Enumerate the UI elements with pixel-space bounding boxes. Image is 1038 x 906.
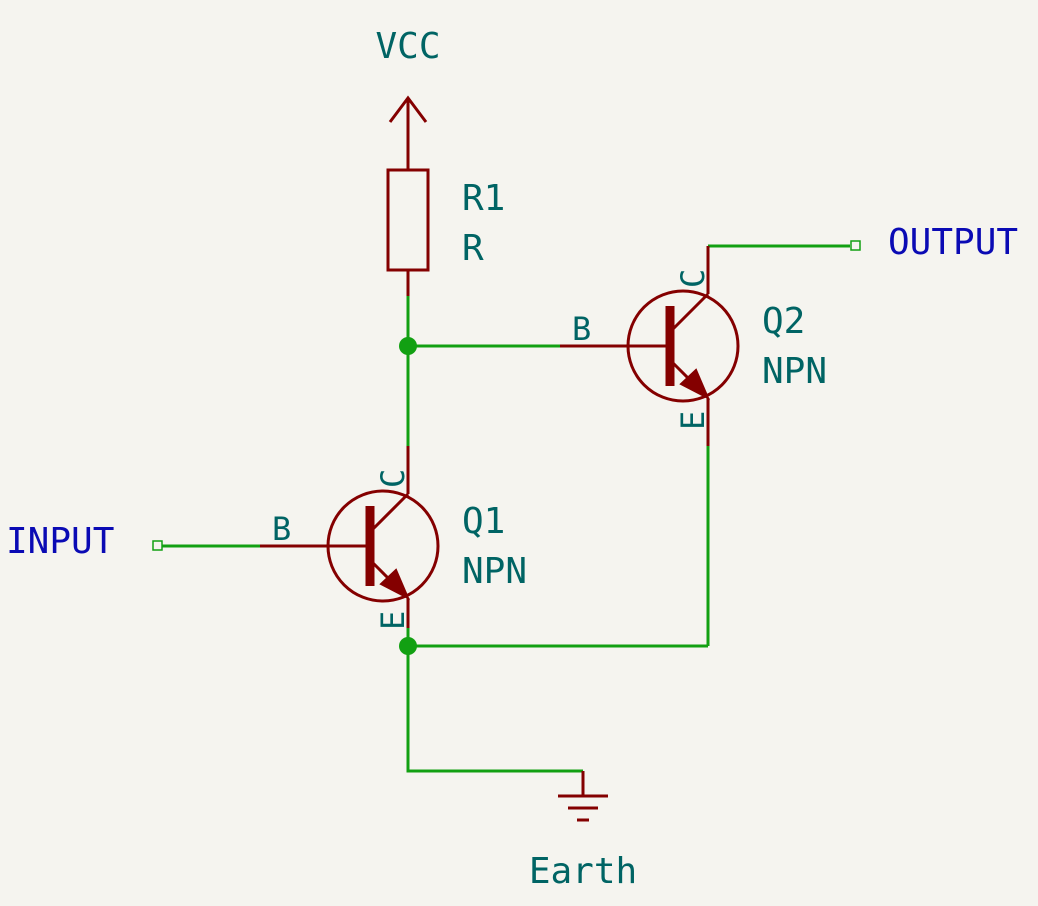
transistor-q2[interactable]	[560, 246, 740, 446]
q2-reference: Q2	[762, 301, 805, 342]
junction-top	[399, 337, 417, 355]
q2-value: NPN	[762, 351, 827, 392]
output-port-label: OUTPUT	[888, 222, 1018, 263]
ground-symbol[interactable]	[558, 771, 608, 822]
q1-pin-b: B	[272, 510, 291, 548]
q2-pin-e: E	[674, 411, 712, 430]
q1-pin-c: C	[374, 469, 412, 488]
vcc-label: VCC	[375, 26, 440, 67]
vcc-symbol[interactable]	[388, 95, 428, 170]
r1-reference: R1	[462, 178, 505, 219]
wire-node-to-ground[interactable]	[406, 646, 583, 773]
q1-reference: Q1	[462, 501, 505, 542]
q2-pin-b: B	[572, 310, 591, 348]
wires	[162, 244, 850, 773]
resistor-r1[interactable]	[386, 168, 430, 296]
q2-pin-c: C	[674, 269, 712, 288]
r1-value: R	[462, 228, 484, 269]
ground-label: Earth	[529, 851, 637, 892]
transistor-q1[interactable]	[260, 446, 440, 628]
input-port-label: INPUT	[6, 521, 114, 562]
input-port-marker[interactable]	[152, 540, 163, 551]
output-port-marker[interactable]	[850, 240, 861, 251]
q1-pin-e: E	[374, 611, 412, 630]
junction-bottom	[399, 637, 417, 655]
q1-value: NPN	[462, 551, 527, 592]
